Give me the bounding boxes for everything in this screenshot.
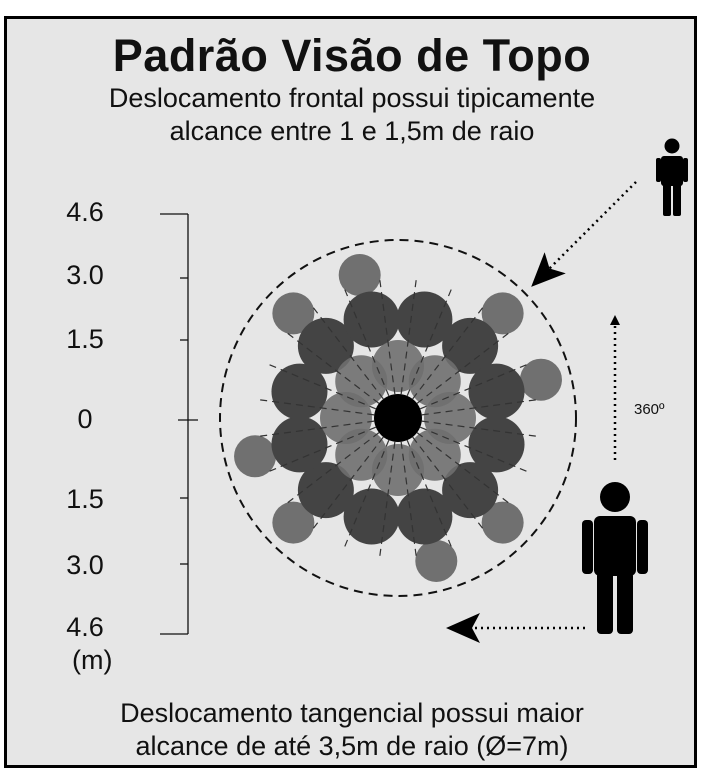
radial-spoke — [400, 441, 417, 557]
middle-disc — [343, 488, 400, 545]
radial-spoke — [379, 279, 396, 395]
radial-spoke — [412, 306, 484, 400]
scale-tick-label: 4.6 — [66, 197, 104, 227]
outer-disc — [234, 435, 277, 478]
radial-spoke — [259, 399, 375, 416]
radial-spoke — [268, 426, 377, 473]
middle-disc — [271, 416, 328, 473]
radial-spoke — [312, 306, 384, 400]
radial-spoke — [406, 288, 453, 397]
subtitle-line-2: alcance entre 1 e 1,5m de raio — [169, 116, 535, 146]
radial-spoke — [286, 432, 380, 504]
scale-tick-label: 3.0 — [66, 550, 104, 580]
footer-line-1: Deslocamento tangencial possui maior — [120, 698, 584, 728]
rotation-label: 360º — [634, 401, 665, 418]
radial-spoke — [419, 426, 528, 473]
outer-disc — [481, 292, 524, 335]
reach-boundary — [219, 239, 577, 597]
middle-disc — [442, 317, 499, 374]
outer-disc — [338, 254, 381, 297]
radial-spoke — [343, 288, 390, 397]
outer-disc — [272, 292, 315, 335]
middle-disc — [442, 462, 499, 519]
diagram-title: Padrão Visão de Topo — [112, 30, 592, 81]
radial-spoke — [416, 332, 510, 404]
radial-spoke — [286, 332, 380, 404]
radial-spoke — [406, 439, 453, 548]
outer-disc — [272, 501, 315, 544]
scale-tick-label: 3.0 — [66, 260, 104, 290]
scale-unit: (m) — [72, 645, 113, 675]
outer-disc — [481, 501, 524, 544]
middle-disc — [396, 488, 453, 545]
radial-spoke — [419, 363, 528, 410]
arrow-icon — [531, 181, 637, 287]
radial-spoke — [379, 441, 396, 557]
person-large-icon — [582, 482, 648, 634]
subtitle-line-1: Deslocamento frontal possui tipicamente — [108, 83, 596, 113]
scale-bar — [160, 213, 198, 635]
radial-spoke — [312, 436, 384, 530]
outer-disc — [415, 539, 458, 582]
footer-line-2: alcance de até 3,5m de raio (Ø=7m) — [135, 731, 569, 761]
scale-tick-label: 1.5 — [66, 324, 104, 354]
scale-tick-label: 4.6 — [66, 612, 104, 642]
scale-tick-label: 0 — [77, 404, 93, 434]
inner-disc — [335, 355, 388, 408]
middle-disc — [297, 317, 354, 374]
radial-spoke — [421, 399, 537, 416]
outer-disc — [519, 358, 562, 401]
person-small-icon — [656, 138, 688, 216]
radial-spoke — [421, 420, 537, 437]
middle-disc — [297, 462, 354, 519]
middle-disc — [468, 363, 525, 420]
movement-discs — [234, 254, 562, 582]
radial-spoke — [268, 363, 377, 410]
scale-tick-label: 1.5 — [66, 484, 104, 514]
radial-spoke — [259, 420, 375, 437]
radial-spoke — [343, 439, 390, 548]
radial-spoke — [412, 436, 484, 530]
middle-disc — [343, 291, 400, 348]
middle-disc — [396, 291, 453, 348]
middle-disc — [468, 416, 525, 473]
radial-spoke — [416, 432, 510, 504]
center-point — [374, 394, 422, 442]
radial-spoke — [400, 279, 417, 395]
middle-disc — [271, 363, 328, 420]
